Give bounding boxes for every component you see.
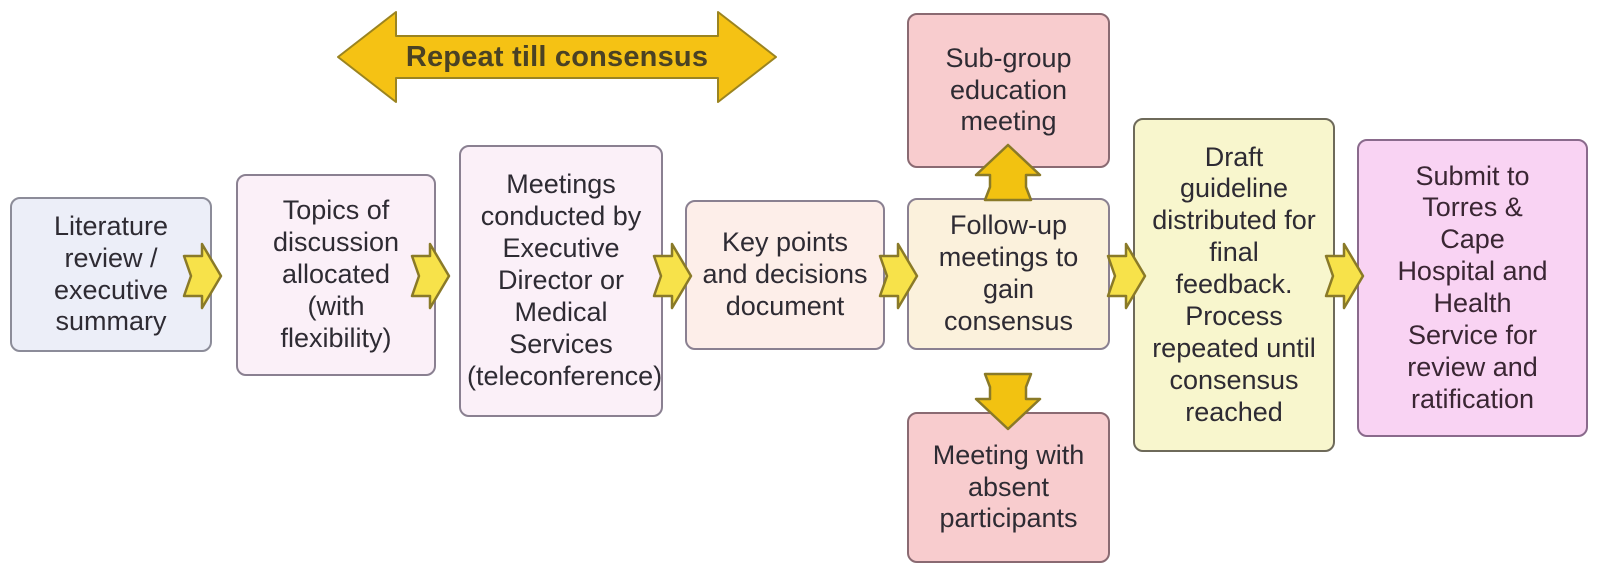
node-draft-guideline-label: Draft guideline distributed for final fe… xyxy=(1152,141,1316,427)
node-absent-participants-meeting[interactable]: Meeting with absent participants xyxy=(907,412,1110,563)
node-follow-up-meetings[interactable]: Follow-up meetings to gain consensus xyxy=(907,198,1110,350)
repeat-till-consensus-arrow-shape xyxy=(336,6,778,108)
node-topics-of-discussion-label: Topics of discussion allocated (with fle… xyxy=(272,195,400,353)
node-key-points-document[interactable]: Key points and decisions document xyxy=(685,200,885,350)
chevron-right-icon-draft-to-submit xyxy=(1322,239,1366,313)
arrow-down-icon-followup-to-absent xyxy=(973,370,1043,432)
node-sub-group-education-meeting[interactable]: Sub-group education meeting xyxy=(907,13,1110,168)
arrow-up-icon-followup-to-subgroup xyxy=(973,142,1043,204)
node-draft-guideline[interactable]: Draft guideline distributed for final fe… xyxy=(1133,118,1335,452)
node-literature-review[interactable]: Literature review / executive summary xyxy=(10,197,212,352)
node-topics-of-discussion[interactable]: Topics of discussion allocated (with fle… xyxy=(236,174,436,376)
node-submit-for-review-label: Submit to Torres & Cape Hospital and Hea… xyxy=(1397,160,1548,414)
node-key-points-document-label: Key points and decisions document xyxy=(702,227,868,321)
chevron-right-icon-topics-to-meetings xyxy=(408,239,452,313)
node-follow-up-meetings-label: Follow-up meetings to gain consensus xyxy=(938,210,1079,336)
node-absent-participants-meeting-label: Meeting with absent participants xyxy=(932,439,1085,534)
node-meetings-conducted[interactable]: Meetings conducted by Executive Director… xyxy=(459,145,663,417)
node-literature-review-label: Literature review / executive summary xyxy=(53,210,169,337)
chevron-right-icon-meetings-to-keypoints xyxy=(650,239,694,313)
node-sub-group-education-meeting-label: Sub-group education meeting xyxy=(945,42,1072,137)
node-submit-for-review[interactable]: Submit to Torres & Cape Hospital and Hea… xyxy=(1357,139,1588,437)
chevron-right-icon-keypoints-to-followup xyxy=(876,239,920,313)
node-meetings-conducted-label: Meetings conducted by Executive Director… xyxy=(467,169,663,391)
chevron-right-icon-followup-to-draft xyxy=(1104,239,1148,313)
chevron-right-icon-literature-to-topics xyxy=(180,239,224,313)
